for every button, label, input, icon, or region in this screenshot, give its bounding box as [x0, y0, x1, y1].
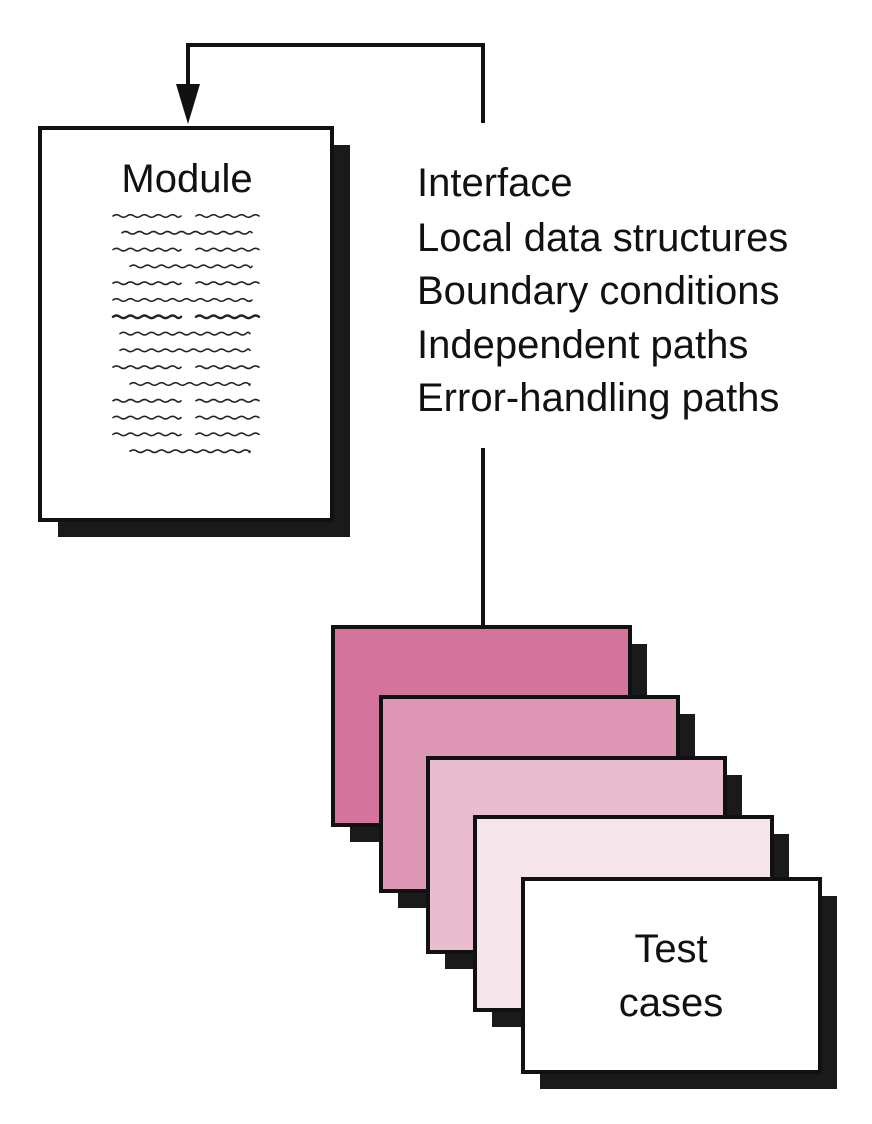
code-line [129, 449, 251, 454]
code-line [129, 264, 253, 269]
code-line [195, 247, 260, 252]
code-line [119, 348, 251, 353]
test-aspect-item: Interface [417, 161, 573, 205]
arrowhead-icon [176, 84, 200, 124]
module-code-lines [111, 213, 261, 454]
test-aspect-item: Local data structures [417, 216, 788, 260]
code-line [112, 415, 182, 420]
code-line [195, 213, 260, 219]
test-aspect-item: Independent paths [417, 323, 748, 367]
test-aspect-item: Boundary conditions [417, 269, 779, 313]
code-line [195, 365, 260, 370]
test-cases-stack: Test cases [331, 625, 837, 1089]
code-line [195, 281, 260, 286]
module-document-page [38, 126, 334, 522]
code-line [129, 381, 251, 387]
code-line [195, 432, 260, 437]
code-line [111, 314, 183, 320]
code-line [112, 432, 182, 437]
code-line [112, 398, 182, 403]
feedback-arrow [176, 43, 485, 124]
test-cases-label-line2: cases [619, 981, 724, 1025]
code-line [195, 415, 260, 420]
code-line [112, 213, 182, 219]
code-line [112, 281, 182, 286]
code-line [112, 247, 182, 252]
code-line [194, 314, 261, 320]
feedback-arrow-line [186, 43, 485, 123]
test-aspects-list: Interface Local data structures Boundary… [417, 161, 788, 420]
card-face [521, 877, 822, 1074]
code-line [112, 297, 253, 303]
test-aspect-item: Error-handling paths [417, 376, 779, 420]
code-line [195, 398, 260, 403]
code-line [119, 331, 251, 336]
module-title: Module [121, 157, 252, 201]
test-case-card-5: Test cases [521, 877, 837, 1089]
code-line [121, 230, 253, 235]
test-cases-label-line1: Test [634, 927, 707, 971]
module-document: Module [38, 126, 350, 537]
code-line [112, 365, 182, 370]
